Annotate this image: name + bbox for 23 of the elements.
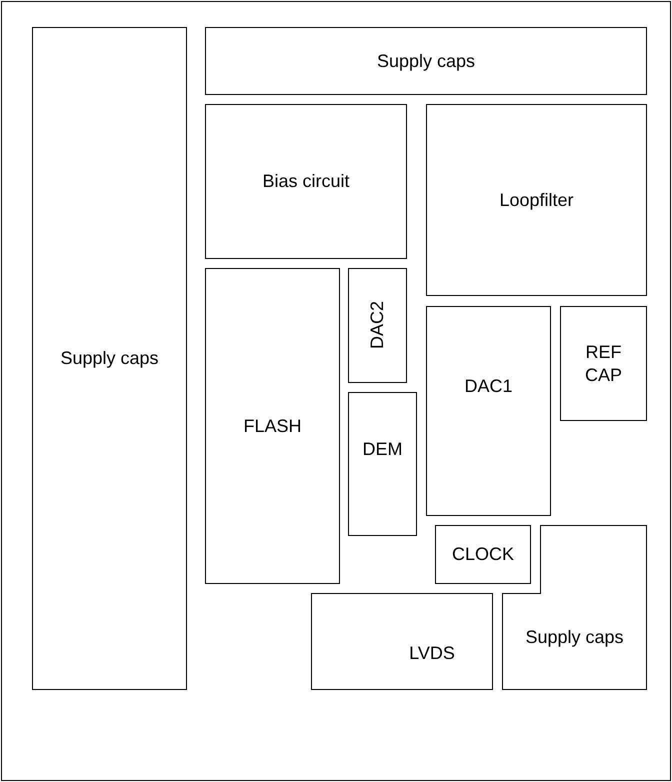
- block-outline: [205, 27, 647, 95]
- block-outline: [348, 268, 407, 383]
- block-label: DEM: [362, 438, 402, 460]
- block-outline: [205, 104, 407, 259]
- block-outline: [311, 593, 493, 690]
- block-label: Supply caps: [60, 347, 159, 370]
- block-outline: [560, 306, 647, 421]
- block-label: Loopfilter: [499, 188, 574, 212]
- block-outline: [426, 306, 551, 516]
- block-label: CLOCK: [452, 543, 514, 566]
- block-outline: [426, 104, 647, 296]
- block-label: Bias circuit: [262, 170, 350, 193]
- block-label: REF CAP: [584, 341, 623, 386]
- block-label: DAC2: [366, 301, 388, 350]
- block-outline: [348, 392, 417, 536]
- block-label: LVDS: [409, 642, 455, 665]
- block-outline: [32, 27, 187, 690]
- block-outline: [205, 268, 340, 584]
- block-label: DAC1: [464, 374, 512, 398]
- block-label: Supply caps: [376, 50, 476, 72]
- block-outline: [435, 525, 531, 584]
- block-label: FLASH: [243, 414, 302, 438]
- block-label: Supply caps: [525, 626, 624, 649]
